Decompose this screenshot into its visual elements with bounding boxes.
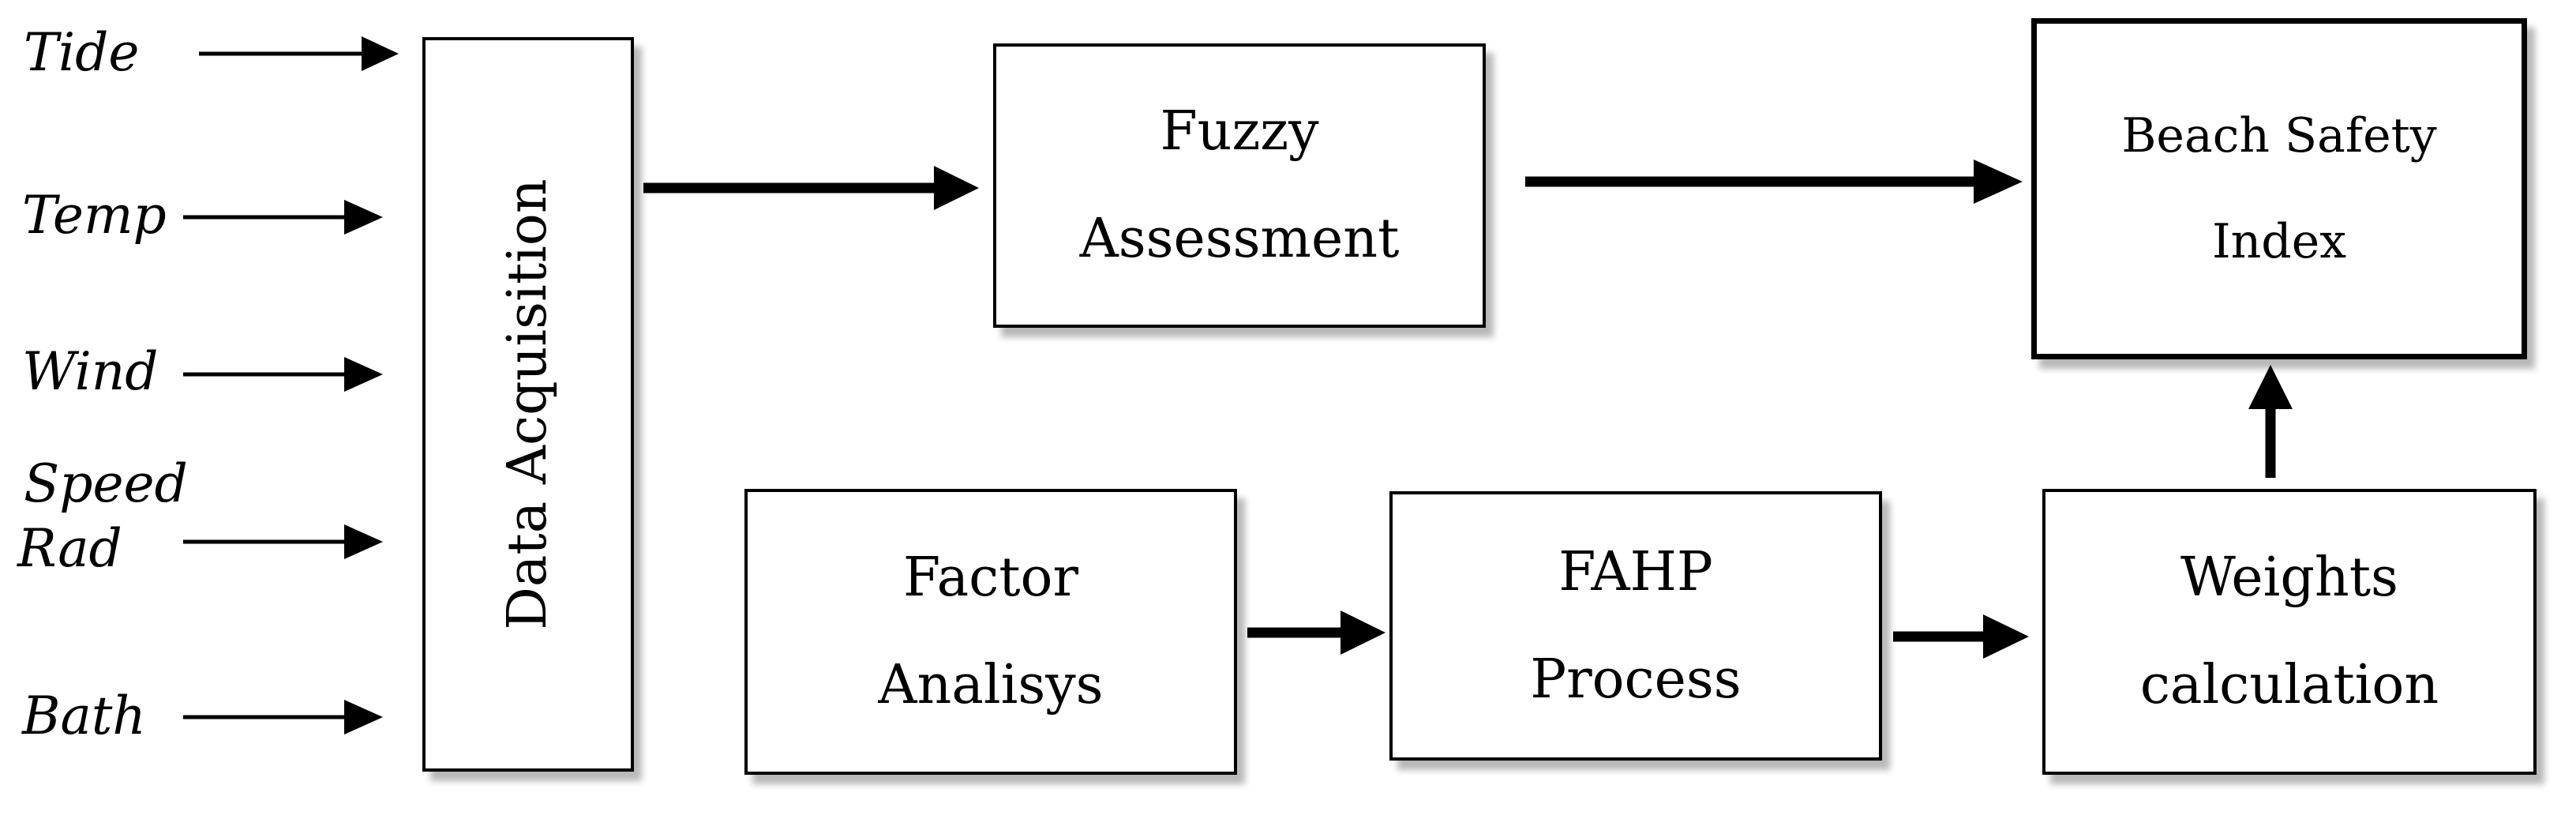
input-arrow-tide [199,36,399,71]
fahp-process-block: FAHP Process [1389,491,1882,761]
weights-calculation-line2: calculation [2139,654,2439,716]
fahp-process-line2: Process [1530,648,1742,711]
beach-safety-index-line2: Index [2211,214,2347,269]
input-arrow-wind [183,357,383,392]
factor-analysis-line2: Analisys [878,654,1104,716]
input-arrow-bath [183,700,383,734]
input-label-tide: Tide [24,22,140,83]
input-label-rad: Rad [17,518,122,579]
beach-safety-index-line1: Beach Safety [2121,108,2437,163]
input-label-temp: Temp [22,185,167,246]
arrow-factor-to-fahp [1247,610,1385,655]
data-acquisition-label: Data Acquisition [497,178,559,630]
factor-analysis-block: Factor Analisys [744,489,1237,775]
data-acquisition-block: Data Acquisition [422,37,634,772]
input-label-speed: Speed [24,453,188,514]
arrow-fuzzy-to-index [1525,160,2023,204]
input-arrow-rad [183,524,383,559]
input-label-bath: Bath [22,686,146,746]
input-arrow-temp [183,200,383,235]
weights-calculation-line1: Weights [2180,547,2398,609]
arrow-weights-to-index [2248,365,2293,478]
input-label-wind: Wind [22,341,159,402]
arrow-acquisition-to-fuzzy [643,166,979,210]
factor-analysis-line1: Factor [903,547,1078,609]
beach-safety-index-block: Beach Safety Index [2031,18,2527,359]
fuzzy-assessment-block: Fuzzy Assessment [993,43,1486,328]
fahp-process-line1: FAHP [1558,540,1713,603]
fuzzy-assessment-line1: Fuzzy [1160,100,1319,163]
arrow-fahp-to-weights [1893,614,2029,659]
weights-calculation-block: Weights calculation [2042,489,2537,775]
fuzzy-assessment-line2: Assessment [1079,208,1400,270]
